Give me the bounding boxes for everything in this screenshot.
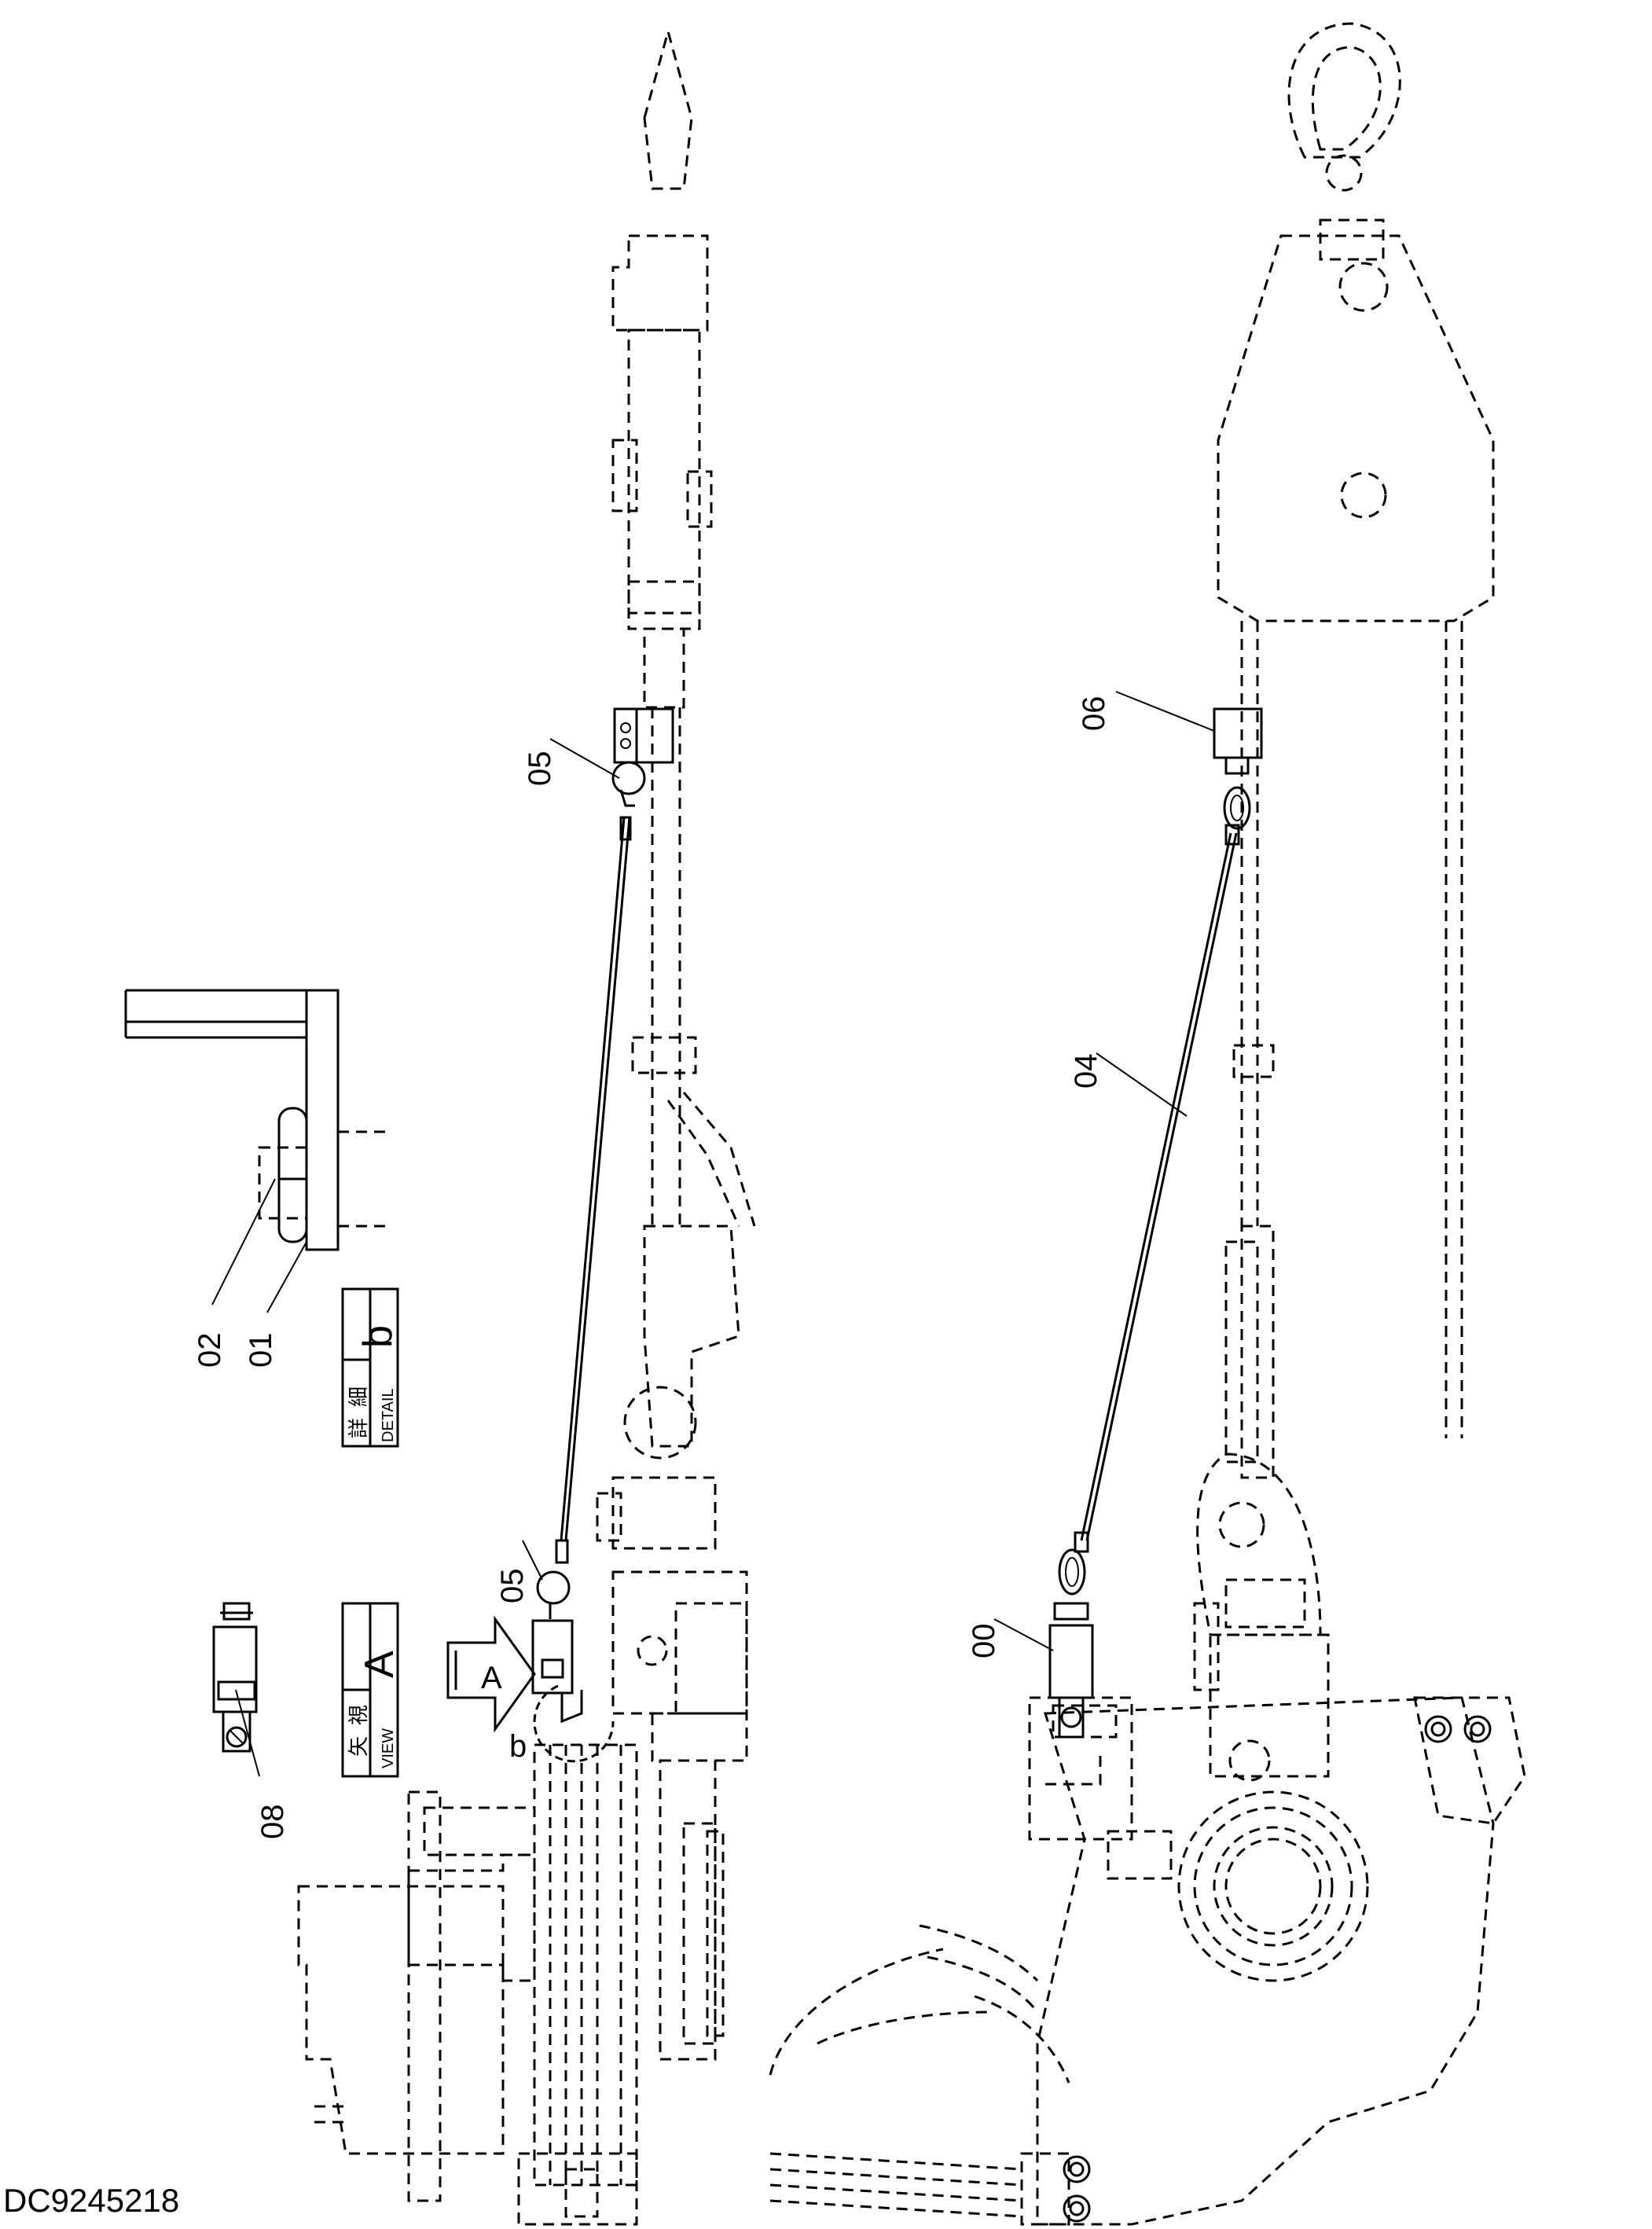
upper-clamp-right <box>1213 707 1263 775</box>
detail-letter: b <box>355 1325 401 1348</box>
callout-08-label: 08 <box>255 1805 290 1840</box>
left-attachment-outline <box>297 27 756 2226</box>
view-kanji-2: 視 <box>347 1705 370 1725</box>
detail-kanji-2: 細 <box>347 1386 370 1407</box>
callout-02-label: 02 <box>193 1333 227 1368</box>
detail-marker-letter: b <box>509 1729 527 1764</box>
view-arrow-letter: A <box>481 1661 502 1695</box>
view-caption: VIEW <box>380 1728 397 1768</box>
callout-05-upper: 05 <box>523 738 620 787</box>
detail-b-marker: b <box>509 1684 615 1764</box>
part-08-sketch <box>212 1602 258 1753</box>
callout-01-label: 01 <box>244 1333 278 1368</box>
lock-pin-left <box>531 1619 583 1724</box>
detail-caption: DETAIL <box>380 1388 397 1442</box>
detail-b-drawing <box>124 989 385 1251</box>
callout-00-label: 00 <box>967 1624 1001 1659</box>
tether-cable-right <box>1058 786 1251 1596</box>
right-attachment-outline <box>769 22 1526 2226</box>
callout-00: 00 <box>967 1618 1054 1659</box>
callout-01: 01 <box>244 1241 307 1368</box>
callout-05-lower-label: 05 <box>495 1569 530 1604</box>
view-letter: A <box>357 1651 402 1678</box>
upper-clamp-left <box>613 707 674 764</box>
lock-pin-right <box>1048 1602 1094 1739</box>
callout-02: 02 <box>193 1178 276 1368</box>
callout-08: 08 <box>235 1689 290 1840</box>
document-id: DC9245218 <box>3 2182 180 2219</box>
detail-b-label-box: 詳 細 DETAIL b <box>341 1287 401 1448</box>
callout-05-upper-label: 05 <box>523 751 557 787</box>
view-a-arrow: A <box>446 1615 536 1733</box>
callout-04: 04 <box>1069 1052 1188 1117</box>
callout-05-lower: 05 <box>495 1540 543 1604</box>
callout-06-label: 06 <box>1077 696 1111 732</box>
callout-04-label: 04 <box>1069 1054 1103 1089</box>
tether-cable-left <box>536 761 646 1619</box>
view-kanji-1: 矢 <box>347 1736 370 1757</box>
detail-kanji-1: 詳 <box>347 1418 370 1438</box>
view-a-label-box: 矢 視 VIEW A <box>341 1602 402 1778</box>
callout-06: 06 <box>1077 691 1215 732</box>
